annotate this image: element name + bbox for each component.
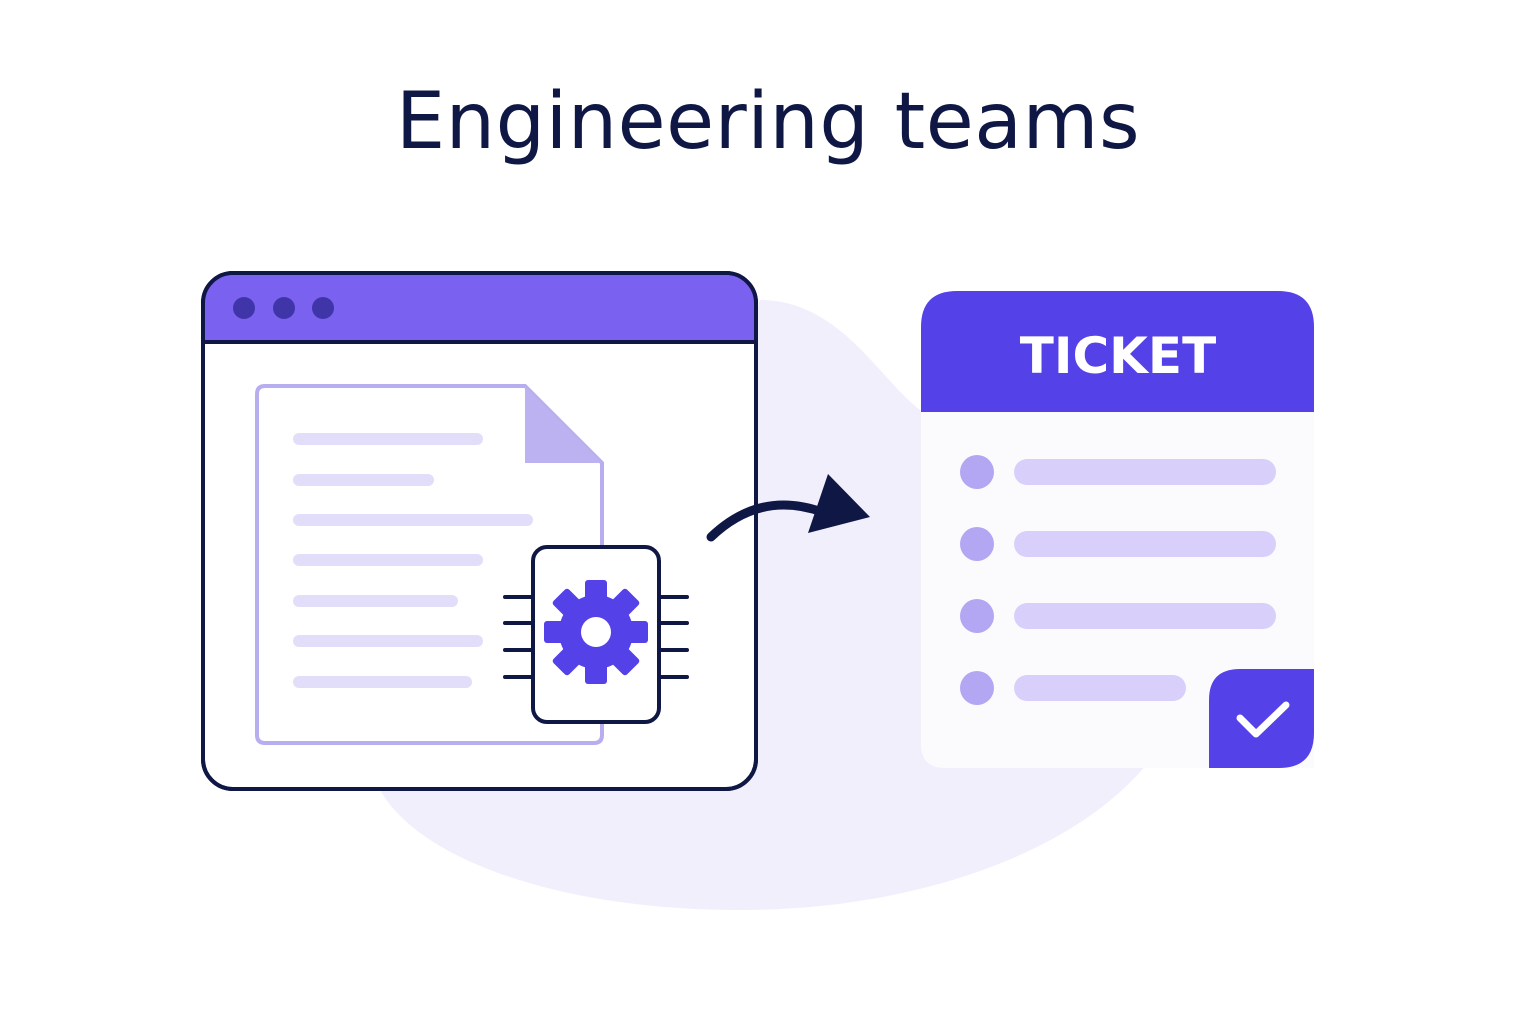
ticket-item-3 — [960, 599, 1276, 633]
ticket-header-label: TICKET — [1020, 327, 1216, 385]
checkmark-icon — [1236, 701, 1290, 738]
ticket-items — [960, 455, 1276, 705]
traffic-dots-icon — [233, 297, 334, 319]
chip-gear-icon — [503, 545, 689, 724]
check-badge — [1209, 669, 1314, 768]
ticket-item-2 — [960, 527, 1276, 561]
ticket-card: TICKET — [921, 291, 1314, 768]
ticket-item-1 — [960, 455, 1276, 489]
page-title: Engineering teams — [395, 77, 1141, 167]
curved-arrow-icon — [706, 474, 870, 542]
document-lines — [293, 433, 533, 688]
document-icon — [255, 384, 604, 745]
gear-icon — [544, 580, 648, 684]
ticket-item-4 — [960, 671, 1186, 705]
